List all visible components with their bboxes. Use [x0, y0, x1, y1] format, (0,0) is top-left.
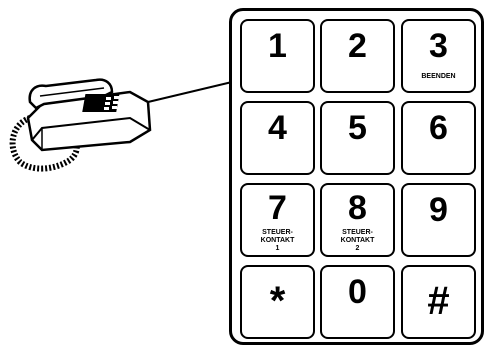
- key-digit: 5: [322, 111, 393, 145]
- key-6[interactable]: 6: [401, 101, 476, 175]
- key-label: 2: [322, 245, 393, 253]
- key-label: STEUER-: [242, 229, 313, 237]
- key-hash[interactable]: #: [401, 265, 476, 339]
- key-digit: #: [403, 281, 474, 321]
- key-4[interactable]: 4: [240, 101, 315, 175]
- key-digit: 7: [242, 191, 313, 225]
- key-digit: 4: [242, 111, 313, 145]
- key-digit: 0: [322, 275, 393, 309]
- key-digit: 2: [322, 29, 393, 63]
- key-label: BEENDEN: [403, 73, 474, 81]
- key-digit: 1: [242, 29, 313, 63]
- key-1[interactable]: 1: [240, 19, 315, 93]
- key-5[interactable]: 5: [320, 101, 395, 175]
- key-digit: *: [242, 281, 313, 321]
- key-label: KONTAKT: [242, 237, 313, 245]
- key-digit: 3: [403, 29, 474, 63]
- callout-line: [148, 82, 232, 102]
- key-0[interactable]: 0: [320, 265, 395, 339]
- key-label: STEUER-: [322, 229, 393, 237]
- key-star[interactable]: *: [240, 265, 315, 339]
- key-digit: 9: [403, 193, 474, 227]
- desk-telephone-icon: [0, 0, 240, 200]
- key-digit: 6: [403, 111, 474, 145]
- key-2[interactable]: 2: [320, 19, 395, 93]
- key-label: 1: [242, 245, 313, 253]
- key-digit: 8: [322, 191, 393, 225]
- key-9[interactable]: 9: [401, 183, 476, 257]
- key-label: KONTAKT: [322, 237, 393, 245]
